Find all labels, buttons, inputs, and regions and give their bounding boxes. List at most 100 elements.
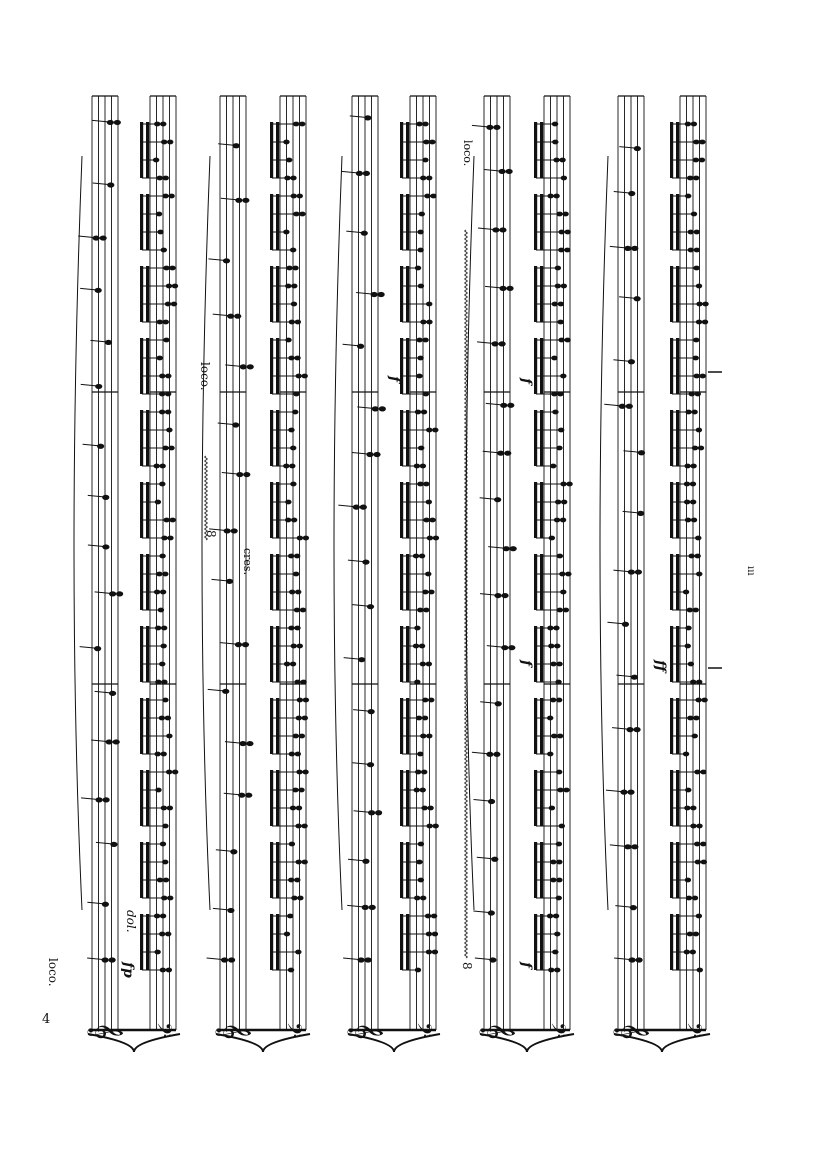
system-4-treble-stem	[479, 497, 501, 501]
system-3-treble-stem	[352, 762, 374, 766]
system-4-bass-beam	[540, 266, 544, 322]
system-2-treble-note	[241, 642, 250, 648]
system-2-bass-note	[292, 265, 299, 271]
system-3-bass-note	[432, 427, 439, 433]
system-4-bass-beam	[534, 482, 538, 538]
system-1-treble-stem	[87, 957, 109, 961]
system-5-bass-note	[693, 715, 700, 721]
system-5-bass-beam	[676, 842, 680, 898]
system-1-treble-stem	[80, 287, 102, 291]
system-1-bass-clef: 𝄢	[148, 1022, 176, 1037]
system-1-treble-stem	[81, 797, 103, 801]
system-3-bass-note	[430, 913, 438, 919]
system-2-bass-beam	[270, 338, 274, 394]
system-5-bass-beam	[670, 770, 674, 826]
system-4-bass-beam	[534, 194, 538, 250]
system-3-bass-note	[426, 733, 433, 739]
system-2-bass-beam	[270, 698, 274, 754]
system-3-treble-stem	[341, 170, 363, 174]
system-5-bass-note	[696, 679, 703, 685]
system-1-bass-beam	[140, 626, 144, 682]
system-1-bass-beam	[146, 554, 150, 610]
system-4-treble-stem	[474, 957, 496, 961]
system-1-bass-note	[164, 391, 172, 397]
system-3-bass-note	[427, 805, 434, 811]
system-2-bass-note	[290, 517, 298, 523]
system-2-bass-beam	[276, 122, 280, 178]
system-2-treble-stem	[221, 472, 243, 476]
system-1-treble-clef: 𝄞	[87, 1022, 123, 1040]
system-5-bass-note	[690, 463, 697, 469]
system-2-bass-note	[298, 733, 306, 739]
system-1-bass-beam	[140, 554, 144, 610]
system-1-bass-beam	[146, 914, 150, 970]
system-5-bass-beam	[670, 626, 674, 682]
system-2-treble-note	[243, 471, 251, 478]
system-1-bass-note	[160, 625, 168, 631]
system-2-bass-note	[289, 661, 297, 667]
system-4-bass-beam	[534, 626, 538, 682]
system-3-bass-beam	[400, 842, 404, 898]
loco-marking-2: loco.	[198, 362, 212, 391]
system-1-bass-beam	[146, 770, 150, 826]
system-3-bass-beam	[406, 266, 410, 322]
system-2-bass-beam	[270, 770, 274, 826]
system-3-bass-beam	[406, 914, 410, 970]
system-4-bass-beam	[540, 338, 544, 394]
system-3-bass-note	[423, 607, 430, 613]
system-4-bass-beam	[540, 698, 544, 754]
system-4-treble-stem	[482, 450, 504, 454]
system-4-bass-beam	[540, 914, 544, 970]
system-3-treble-note	[375, 810, 383, 816]
system-1-treble-note	[112, 739, 120, 745]
system-4-treble-stem	[484, 168, 506, 172]
system-5-treble-note	[634, 569, 642, 575]
system-4-treble-note	[509, 546, 517, 552]
system-5-bass-beam	[676, 482, 680, 538]
system-2-slur	[201, 155, 211, 911]
system-3-bass-beam	[406, 698, 410, 754]
system-2-bass-note	[302, 535, 310, 541]
system-4-treble-note	[498, 341, 506, 347]
system-5-bass-note	[692, 607, 699, 613]
system-2-bass-note	[296, 193, 303, 199]
system-3-treble-clef: 𝄞	[347, 1022, 383, 1040]
system-3-treble-stem	[343, 657, 365, 661]
system-1-treble-stem	[94, 690, 116, 694]
system-2-bass-note	[294, 319, 302, 325]
system-2-treble-stem	[208, 258, 230, 262]
system-5-bass-note	[691, 895, 699, 901]
system-3-bass-note	[420, 409, 428, 415]
system-2-bass-beam	[276, 338, 280, 394]
system-3-bass-note	[432, 535, 440, 541]
system-2-bass-note	[289, 463, 296, 469]
system-2-bass-beam	[270, 194, 274, 250]
system-3-bass-beam	[400, 266, 404, 322]
system-5-treble-stem	[616, 674, 638, 678]
system-1-bass-note	[162, 571, 169, 577]
system-4-bass-note	[554, 967, 561, 973]
cresc-marking: cres.	[241, 548, 254, 576]
system-2-bass-note	[300, 679, 307, 685]
system-4-bass-beam	[540, 842, 544, 898]
system-4-bass-note	[560, 499, 568, 505]
system-5-bass-beam	[670, 338, 674, 394]
system-1-bass-note	[159, 913, 167, 919]
system-3-bass-beam	[406, 410, 410, 466]
system-1-bass-note	[162, 877, 170, 883]
system-5-bass-beam	[676, 626, 680, 682]
system-3-bass-beam	[406, 626, 410, 682]
system-5-treble-stem	[614, 957, 636, 961]
system-2-bass-note	[302, 769, 309, 775]
system-3-treble-stem	[349, 115, 371, 119]
system-2-treble-stem	[209, 528, 231, 532]
system-2-brace	[215, 1033, 311, 1053]
system-1-bass-beam	[140, 482, 144, 538]
system-1-treble-note	[102, 797, 110, 803]
system-2-bass-note	[294, 625, 301, 631]
system-3-bass-note	[419, 463, 427, 469]
system-2-treble-stem	[217, 422, 239, 426]
system-4-bass-note	[552, 913, 560, 919]
system-4-bass-note	[562, 211, 569, 217]
system-2-treble-stem	[220, 197, 242, 201]
